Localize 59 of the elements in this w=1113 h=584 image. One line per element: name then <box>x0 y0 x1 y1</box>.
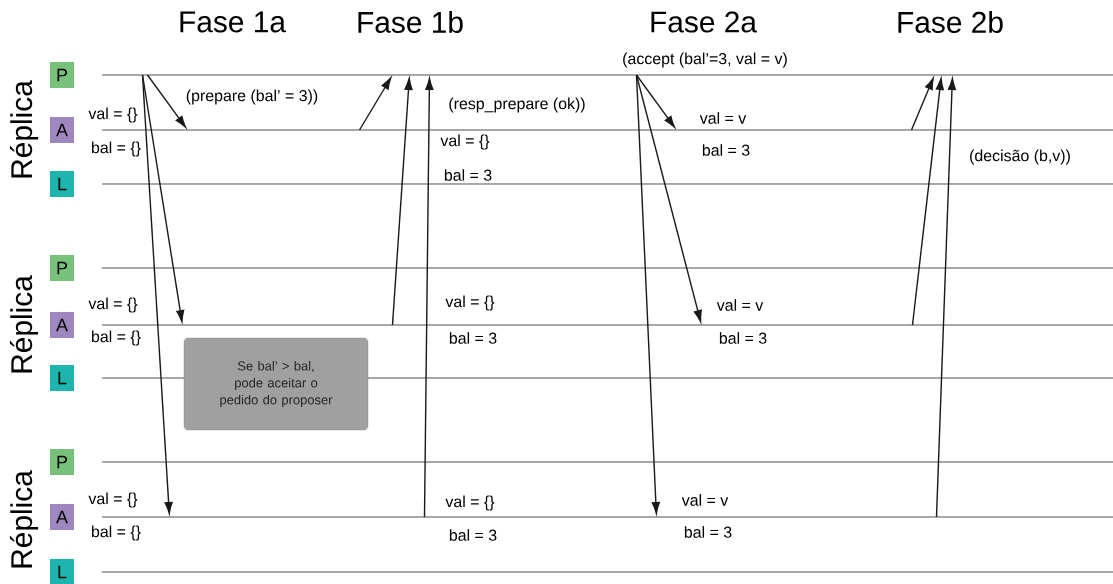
note-box: Se bal’ > bal, pode aceitar o pedido do proposer <box>183 337 369 431</box>
arrow <box>935 77 957 518</box>
arrow <box>635 74 660 515</box>
phase-heading: Fase 2a <box>651 11 757 33</box>
timeline <box>101 516 1113 518</box>
state-label: val = {} <box>88 492 138 508</box>
state-label: val = {} <box>440 134 490 150</box>
timeline <box>101 571 1113 573</box>
phase-heading: Fase 2b <box>898 11 1003 33</box>
edge-label: (decisão (b,v)) <box>968 148 1072 166</box>
arrow <box>141 74 173 515</box>
state-label: bal = 3 <box>449 332 497 344</box>
state-label: val = {} <box>445 295 495 311</box>
edge-label: (accept (bal’=3, val = v) <box>621 51 789 69</box>
role-box: L <box>50 365 74 391</box>
state-label: bal = {} <box>92 330 141 346</box>
state-label: bal = 3 <box>684 526 732 538</box>
state-label: val = v <box>681 494 729 506</box>
role-box: L <box>50 171 74 197</box>
arrow <box>423 77 434 518</box>
state-label: val = {} <box>88 107 138 123</box>
phase-heading: Fase 1a <box>180 11 286 33</box>
role-box: A <box>50 504 74 530</box>
role-box: A <box>50 117 74 143</box>
role-box: P <box>50 62 74 88</box>
state-label: bal = {} <box>92 525 141 541</box>
phase-heading: Fase 1b <box>358 11 463 33</box>
replica-label: Réplica <box>9 470 39 568</box>
timeline <box>101 183 1113 185</box>
arrow <box>911 77 944 326</box>
state-label: bal = 3 <box>702 144 750 156</box>
state-label: bal = 3 <box>444 169 492 181</box>
role-box: A <box>50 312 74 338</box>
timeline <box>101 267 1113 269</box>
timeline <box>101 129 1113 131</box>
replica-label: Réplica <box>9 275 39 373</box>
arrow <box>358 77 392 131</box>
timeline <box>101 74 1113 76</box>
edge-label: (prepare (bal’ = 3)) <box>184 88 320 106</box>
role-box: P <box>50 449 74 475</box>
role-box: P <box>50 255 74 281</box>
timeline <box>101 324 1113 326</box>
arrow <box>391 77 413 326</box>
arrow <box>635 74 702 323</box>
edge-label: (resp_prepare (ok)) <box>447 96 587 114</box>
role-box: L <box>50 559 74 584</box>
state-label: val = {} <box>88 297 138 313</box>
arrow <box>635 74 676 128</box>
state-label: val = {} <box>445 495 495 511</box>
state-label: bal = {} <box>92 141 141 157</box>
arrow <box>910 77 934 131</box>
timeline <box>101 461 1113 463</box>
arrow <box>146 74 187 128</box>
state-label: bal = 3 <box>719 332 767 344</box>
state-label: val = v <box>716 299 764 311</box>
state-label: bal = 3 <box>449 529 497 541</box>
arrow <box>141 74 185 323</box>
state-label: val = v <box>699 112 747 124</box>
replica-label: Réplica <box>9 80 39 178</box>
